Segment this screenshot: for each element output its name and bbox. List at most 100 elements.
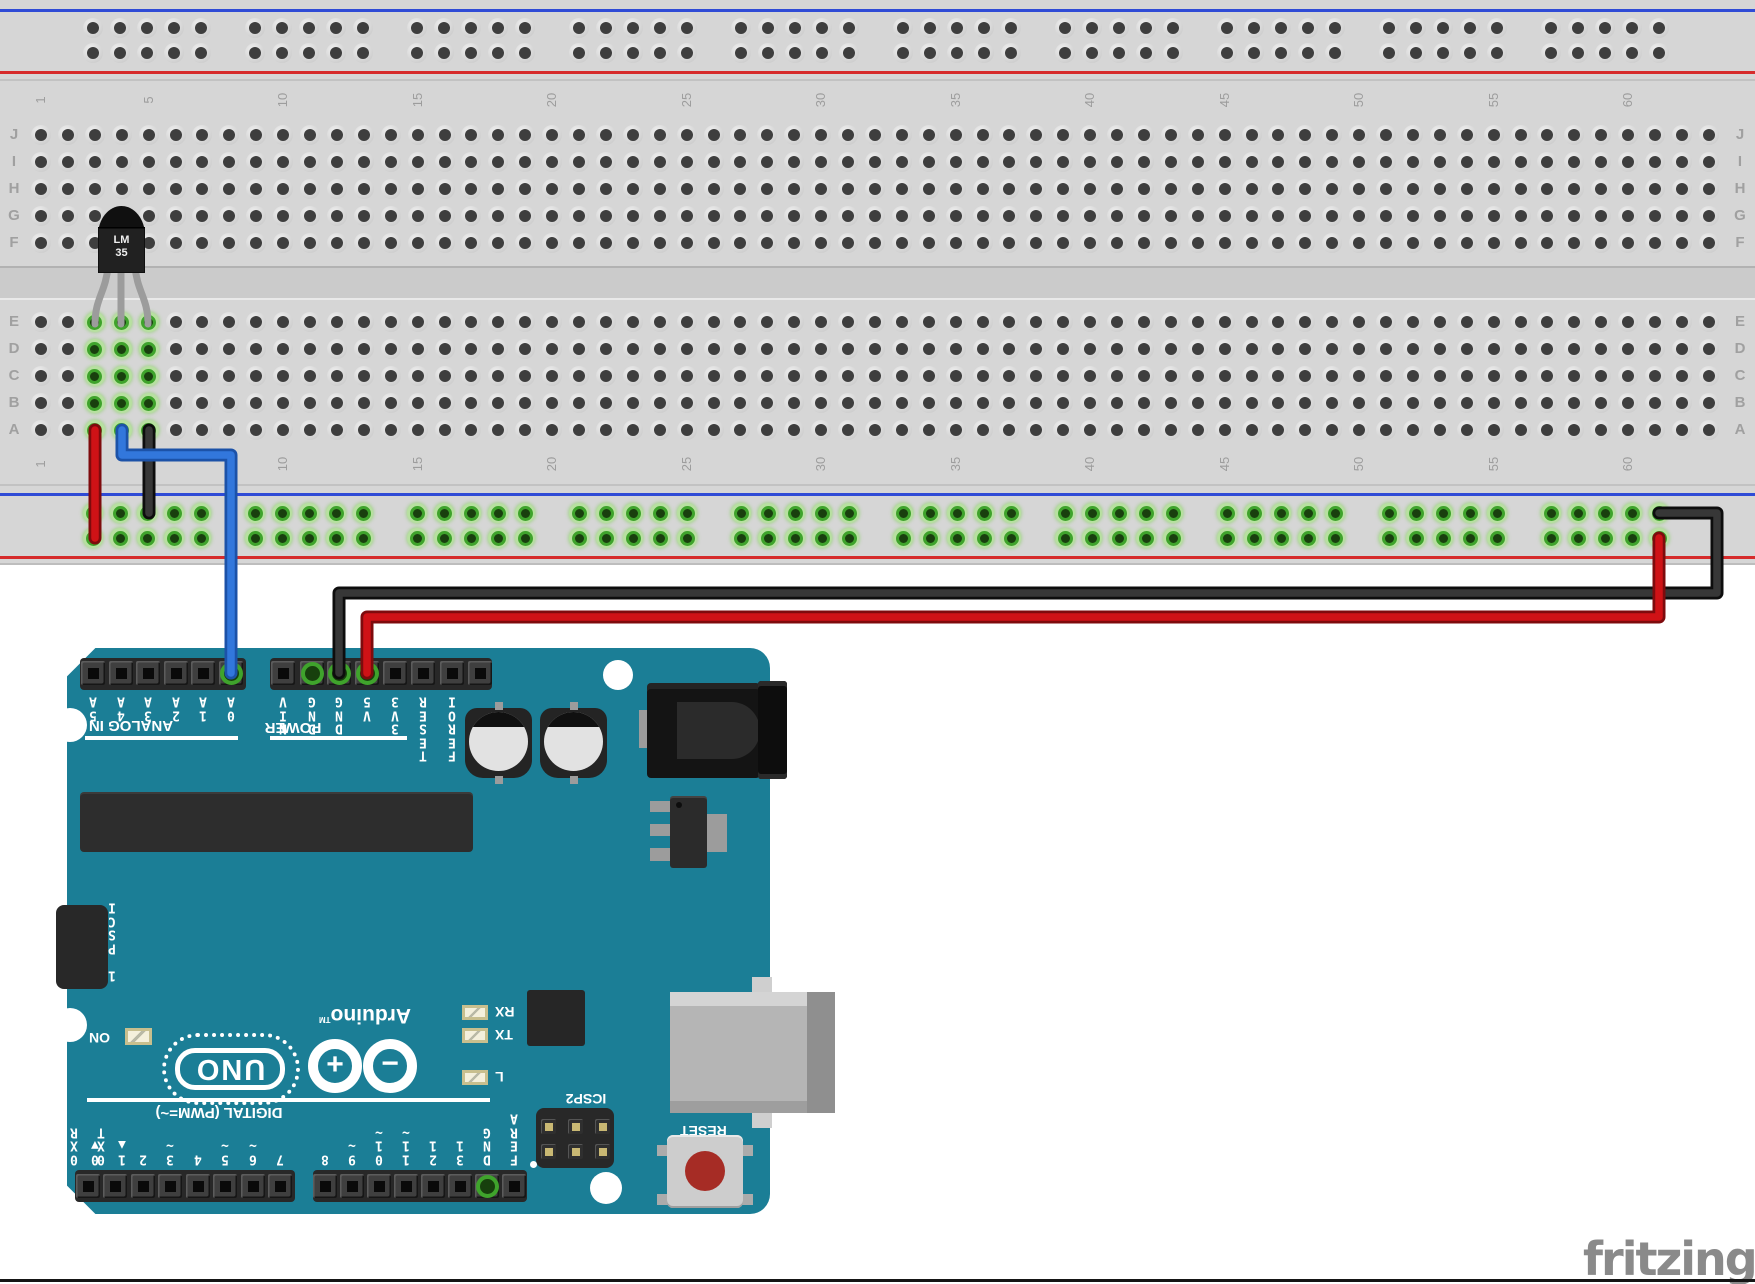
breadboard-hole xyxy=(622,206,643,226)
breadboard-hole xyxy=(1376,125,1396,145)
breadboard-hole xyxy=(138,206,159,226)
breadboard-hole xyxy=(192,233,213,253)
breadboard-hole xyxy=(676,125,697,145)
breadboard-hole xyxy=(273,152,294,172)
breadboard-hole xyxy=(1618,233,1639,253)
breadboard-hole xyxy=(488,233,509,253)
breadboard-hole xyxy=(864,206,885,226)
breadboard-hole xyxy=(676,233,697,253)
breadboard-hole xyxy=(1349,179,1370,199)
bottom-bar xyxy=(0,1279,1755,1282)
breadboard-hole xyxy=(1026,179,1047,199)
breadboard-hole xyxy=(1564,233,1585,253)
breadboard-hole xyxy=(1295,125,1316,145)
breadboard-hole xyxy=(945,312,966,332)
breadboard-hole xyxy=(515,206,536,226)
breadboard-hole xyxy=(1241,125,1262,145)
breadboard-hole xyxy=(703,233,724,253)
breadboard-hole xyxy=(1429,233,1450,253)
breadboard-hole xyxy=(380,152,401,172)
breadboard-hole xyxy=(407,125,428,145)
breadboard-hole xyxy=(891,233,912,253)
breadboard-hole xyxy=(1026,233,1047,253)
breadboard-hole xyxy=(1645,125,1665,145)
breadboard-hole xyxy=(838,233,858,253)
breadboard-hole xyxy=(730,233,751,253)
breadboard-hole xyxy=(1349,206,1370,226)
breadboard-hole xyxy=(1268,125,1289,145)
breadboard-hole xyxy=(1618,179,1639,199)
breadboard-hole xyxy=(1671,179,1692,199)
breadboard-hole xyxy=(1268,312,1289,332)
black-wire-gnd-to-rail[interactable] xyxy=(335,509,1721,677)
breadboard-hole xyxy=(1133,312,1154,332)
breadboard-hole xyxy=(1618,206,1639,226)
breadboard-hole xyxy=(300,125,320,145)
breadboard-hole xyxy=(999,125,1020,145)
breadboard-hole xyxy=(1080,179,1101,199)
breadboard-hole xyxy=(31,125,51,145)
breadboard-hole xyxy=(300,152,320,172)
bottom-rail-red-line xyxy=(0,556,1755,559)
breadboard-hole xyxy=(1241,312,1262,332)
center-groove xyxy=(0,266,1755,300)
breadboard-hole xyxy=(811,152,832,172)
breadboard-hole xyxy=(1214,206,1235,226)
breadboard-hole xyxy=(595,233,616,253)
breadboard-hole xyxy=(864,152,885,172)
red-wire-5v-to-rail[interactable] xyxy=(363,534,1663,677)
breadboard-hole xyxy=(1402,312,1423,332)
breadboard-hole xyxy=(757,152,778,172)
breadboard-hole xyxy=(165,206,186,226)
breadboard-hole xyxy=(84,179,105,199)
breadboard-hole xyxy=(918,152,939,172)
breadboard-hole xyxy=(326,179,347,199)
breadboard-hole xyxy=(999,206,1020,226)
breadboard-hole xyxy=(515,152,536,172)
breadboard-hole xyxy=(1456,125,1477,145)
breadboard-hole xyxy=(57,179,78,199)
breadboard-hole xyxy=(1241,233,1262,253)
breadboard-hole xyxy=(246,179,267,199)
breadboard-hole xyxy=(972,312,993,332)
breadboard-hole xyxy=(461,233,482,253)
breadboard-hole xyxy=(1376,179,1396,199)
breadboard-hole xyxy=(1268,233,1289,253)
breadboard-hole xyxy=(1591,206,1612,226)
breadboard-hole xyxy=(353,179,374,199)
breadboard-hole xyxy=(1295,179,1316,199)
breadboard-hole xyxy=(595,312,616,332)
breadboard-hole xyxy=(1698,233,1719,253)
breadboard-hole xyxy=(811,312,832,332)
breadboard-hole xyxy=(1698,125,1719,145)
breadboard-hole xyxy=(380,312,401,332)
breadboard-hole xyxy=(380,206,401,226)
breadboard-hole xyxy=(595,206,616,226)
breadboard-hole xyxy=(246,312,267,332)
breadboard-hole xyxy=(569,179,589,199)
breadboard-hole xyxy=(1671,233,1692,253)
breadboard-hole xyxy=(999,312,1020,332)
breadboard-hole xyxy=(165,233,186,253)
blue-wire-sensor-to-a0[interactable] xyxy=(118,426,235,677)
breadboard-hole xyxy=(1080,152,1101,172)
bottom-rail-blue-line xyxy=(0,493,1755,496)
breadboard-hole xyxy=(945,233,966,253)
breadboard-hole xyxy=(461,152,482,172)
breadboard-hole xyxy=(1053,206,1074,226)
breadboard-hole xyxy=(515,312,536,332)
red-wire-5v-to-rail[interactable] xyxy=(360,531,1666,680)
breadboard-hole xyxy=(407,312,428,332)
breadboard-hole xyxy=(1376,312,1396,332)
breadboard-hole xyxy=(649,206,670,226)
breadboard-hole xyxy=(1187,152,1208,172)
breadboard-hole xyxy=(1510,152,1531,172)
breadboard-hole xyxy=(1160,152,1181,172)
breadboard-hole xyxy=(676,206,697,226)
breadboard-hole xyxy=(1591,152,1612,172)
breadboard-hole xyxy=(1429,312,1450,332)
blue-wire-sensor-to-a0[interactable] xyxy=(115,423,238,680)
